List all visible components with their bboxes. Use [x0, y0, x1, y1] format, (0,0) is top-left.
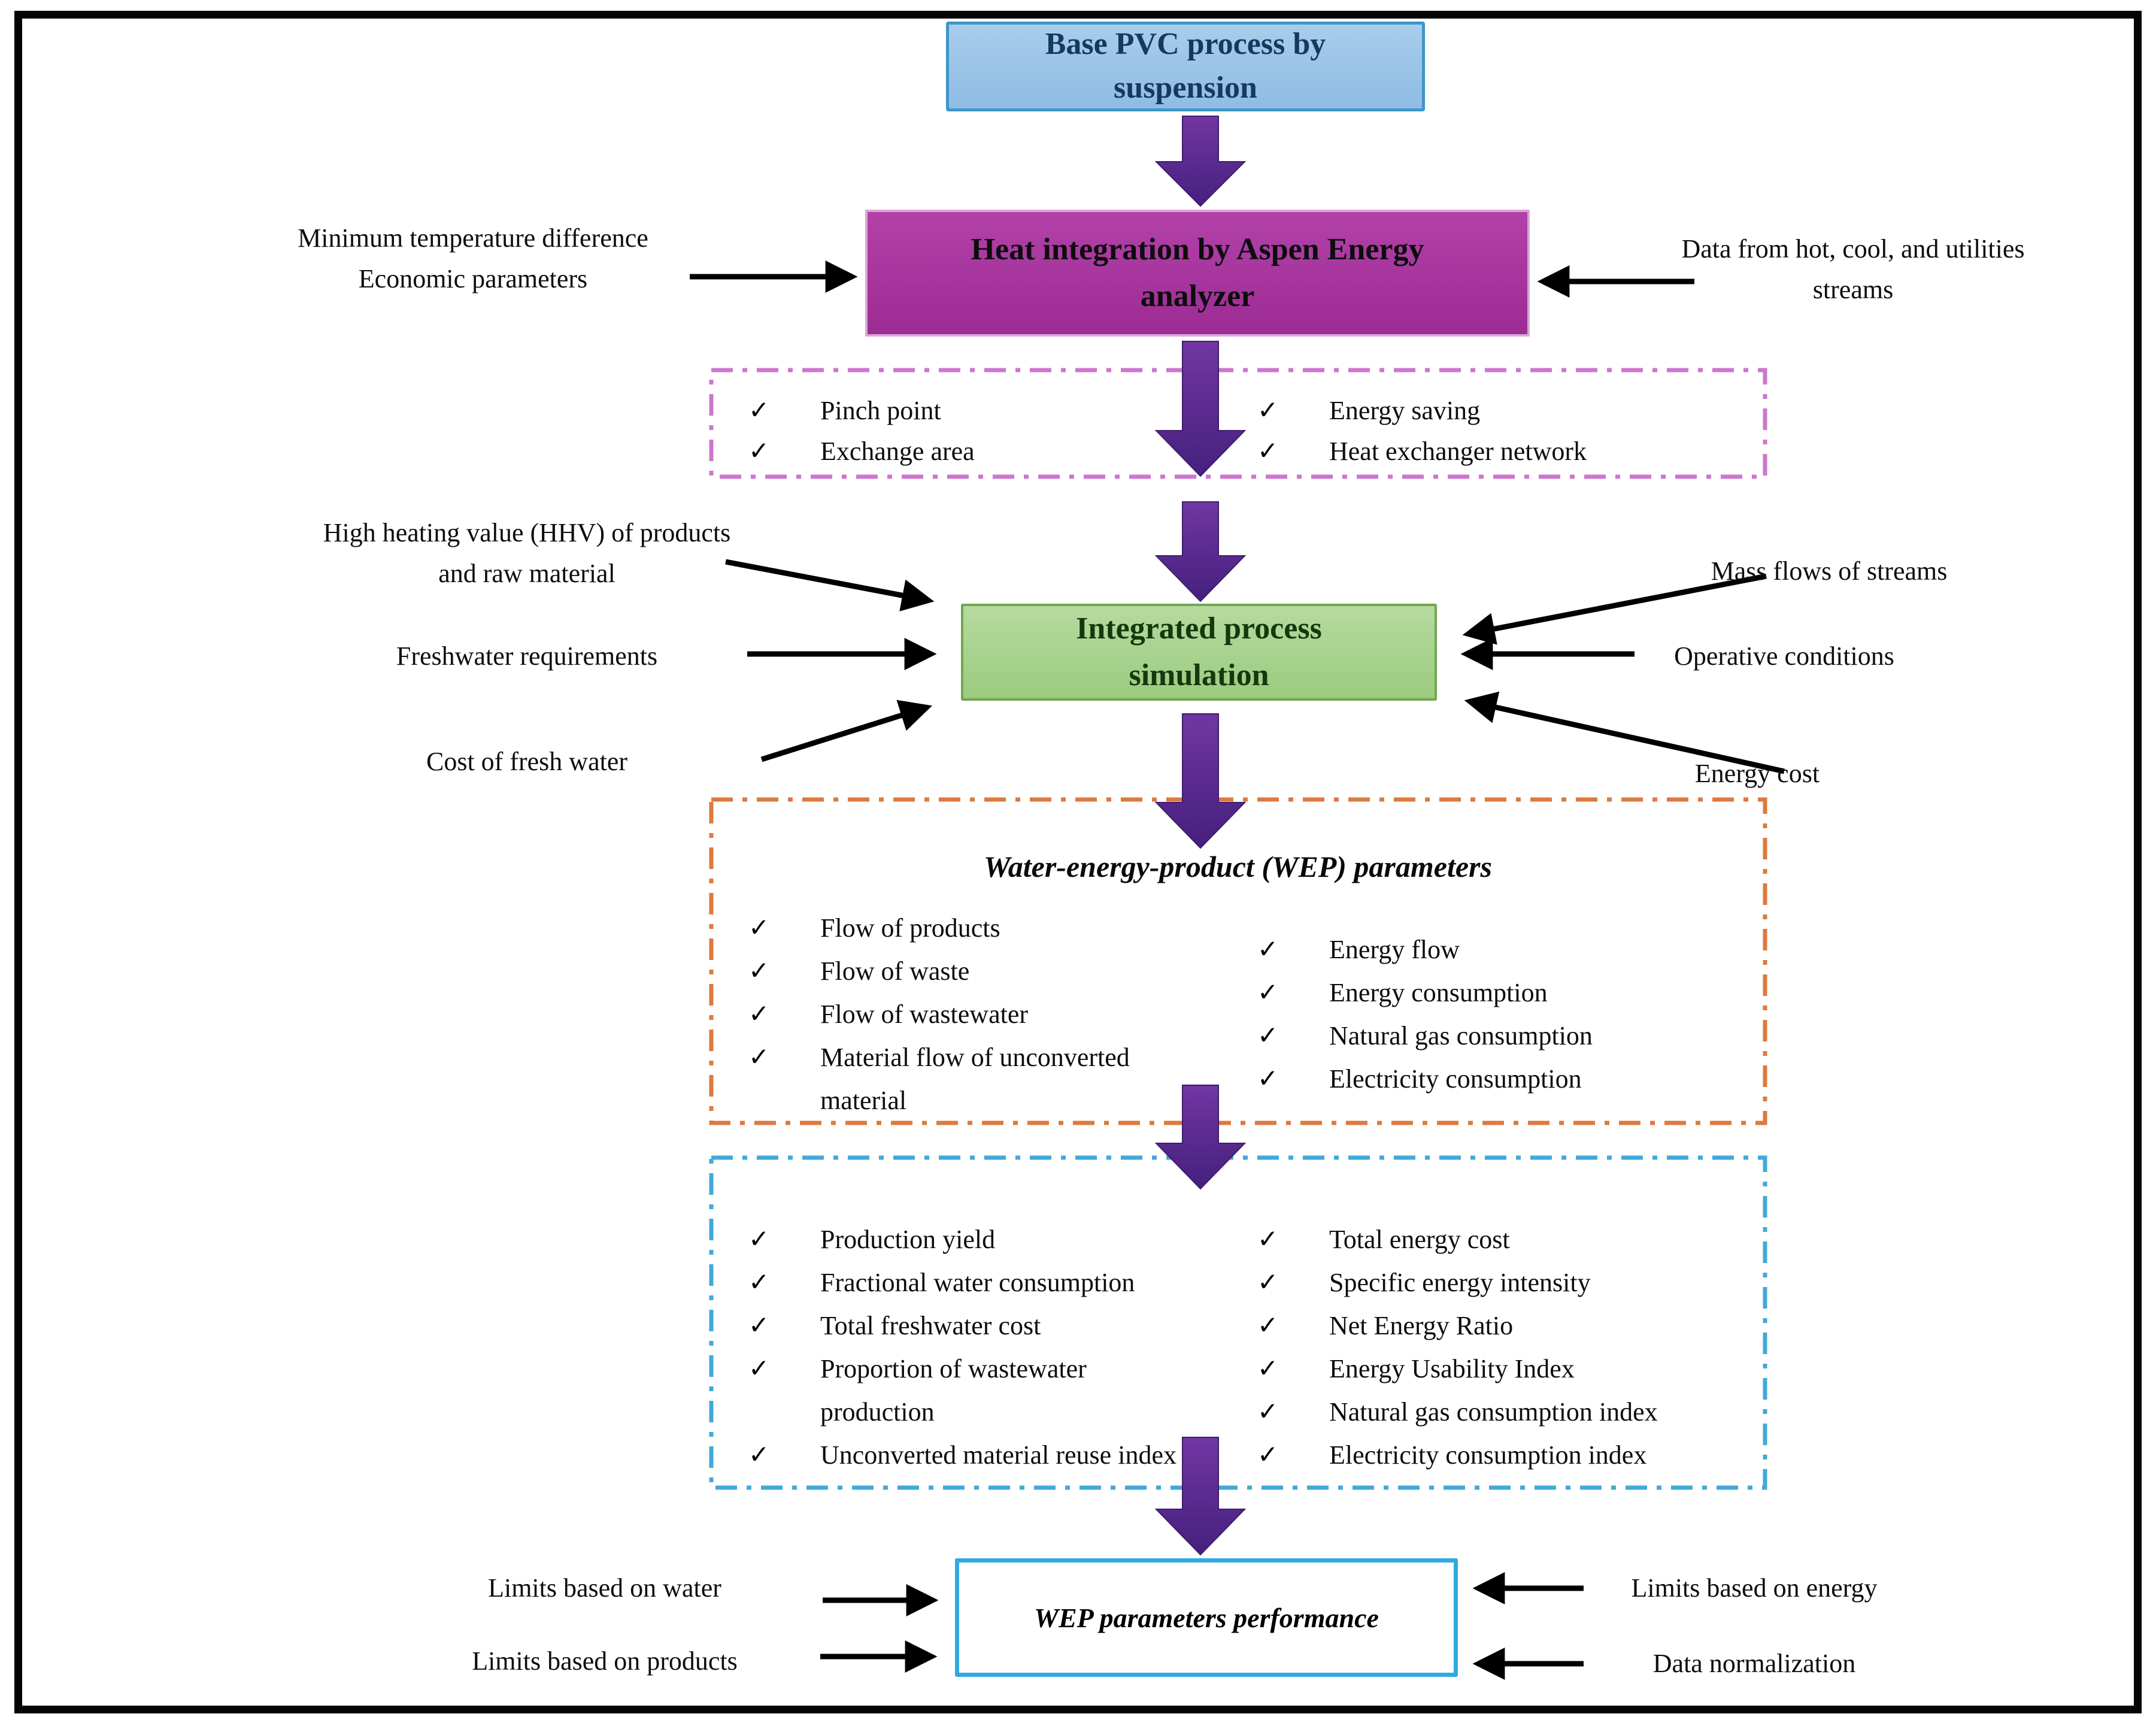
check-item: ✓ Electricity consumption index: [1257, 1434, 1760, 1477]
check-item-label: Production yield: [820, 1225, 996, 1254]
check-item: ✓ Energy consumption: [1257, 971, 1760, 1015]
check-item: ✓ Material flow of unconverted material: [748, 1036, 1203, 1122]
check-item: ✓ Total energy cost: [1257, 1218, 1760, 1261]
check-item-label: Total freshwater cost: [820, 1311, 1041, 1340]
check-icon: ✓: [1257, 979, 1279, 1007]
input-label-cost-fresh-water: Cost of fresh water: [426, 747, 627, 776]
input-label-limits-energy: Limits based on energy: [1631, 1573, 1878, 1603]
check-icon: ✓: [1257, 1065, 1279, 1093]
wep-parameters-title: Water-energy-product (WEP) parameters: [984, 850, 1492, 883]
check-item: ✓ Exchange area: [748, 431, 1239, 472]
check-item-label: Proportion of wastewater production: [820, 1354, 1087, 1427]
check-item-label: Natural gas consumption: [1329, 1021, 1593, 1050]
input-label-operative-conditions: Operative conditions: [1674, 641, 1894, 671]
input-label-freshwater: Freshwater requirements: [396, 641, 658, 671]
check-icon: ✓: [748, 958, 770, 985]
pinch-results-right-list: ✓ Energy saving ✓ Heat exchanger network: [1257, 390, 1760, 472]
check-item-label: Flow of wastewater: [820, 1000, 1029, 1029]
input-label-data-normalization: Data normalization: [1652, 1649, 1856, 1678]
input-label-limits-products: Limits based on products: [472, 1646, 738, 1676]
check-icon: ✓: [1257, 1442, 1279, 1469]
check-item-label: Pinch point: [820, 396, 941, 425]
check-icon: ✓: [748, 1355, 770, 1383]
check-icon: ✓: [748, 438, 770, 465]
check-item: ✓ Energy Usability Index: [1257, 1348, 1760, 1391]
check-item-label: Exchange area: [820, 437, 975, 466]
wep-left-list: ✓ Flow of products ✓ Flow of waste ✓ Flow of …: [748, 907, 1203, 1122]
kpi-right-list: ✓ Total energy cost ✓ Specific energy inten…: [1257, 1218, 1760, 1477]
check-icon: ✓: [1257, 1398, 1279, 1426]
wep-performance-label: WEP parameters performance: [1034, 1602, 1379, 1633]
check-icon: ✓: [748, 1269, 770, 1297]
pinch-results-left-list: ✓ Pinch point ✓ Exchange area: [748, 390, 1239, 472]
check-item-label: Energy consumption: [1329, 978, 1548, 1007]
check-item-label: Flow of products: [820, 913, 1000, 943]
check-item: ✓ Pinch point: [748, 390, 1239, 431]
check-item-label: Energy Usability Index: [1329, 1354, 1575, 1383]
check-icon: ✓: [748, 1442, 770, 1469]
wep-performance-box: WEP parameters performance: [955, 1558, 1458, 1677]
check-item-label: Energy flow: [1329, 935, 1460, 964]
check-item: ✓ Flow of wastewater: [748, 993, 1203, 1036]
check-icon: ✓: [1257, 936, 1279, 964]
check-item: ✓ Specific energy intensity: [1257, 1261, 1760, 1304]
check-item-label: Net Energy Ratio: [1329, 1311, 1514, 1340]
check-item: ✓ Proportion of wastewater production: [748, 1348, 1203, 1434]
check-item-label: Electricity consumption index: [1329, 1440, 1647, 1470]
input-label-mass-flows: Mass flows of streams: [1711, 556, 1948, 586]
check-item: ✓ Electricity consumption: [1257, 1058, 1760, 1101]
check-icon: ✓: [748, 1044, 770, 1071]
check-icon: ✓: [1257, 397, 1279, 425]
check-icon: ✓: [748, 915, 770, 942]
check-icon: ✓: [748, 1226, 770, 1253]
check-item-label: Total energy cost: [1329, 1225, 1510, 1254]
check-item-label: Natural gas consumption index: [1329, 1397, 1658, 1427]
check-item-label: Energy saving: [1329, 396, 1481, 425]
check-item-label: Electricity consumption: [1329, 1064, 1582, 1094]
check-item: ✓ Unconverted material reuse index: [748, 1434, 1203, 1477]
check-item: ✓ Total freshwater cost: [748, 1304, 1203, 1348]
check-icon: ✓: [1257, 1269, 1279, 1297]
check-item: ✓ Net Energy Ratio: [1257, 1304, 1760, 1348]
check-icon: ✓: [1257, 1355, 1279, 1383]
check-icon: ✓: [748, 397, 770, 425]
check-item: ✓ Flow of waste: [748, 950, 1203, 993]
check-icon: ✓: [748, 1001, 770, 1028]
check-item: ✓ Natural gas consumption: [1257, 1015, 1760, 1058]
check-item: ✓ Fractional water consumption: [748, 1261, 1203, 1304]
input-label-energy-cost: Energy cost: [1694, 759, 1820, 788]
check-item: ✓ Energy flow: [1257, 928, 1760, 971]
check-item: ✓ Natural gas consumption index: [1257, 1391, 1760, 1434]
check-item-label: Material flow of unconverted material: [820, 1043, 1130, 1115]
check-icon: ✓: [1257, 1312, 1279, 1340]
check-icon: ✓: [748, 1312, 770, 1340]
input-label-limits-water: Limits based on water: [488, 1573, 721, 1603]
kpi-left-list: ✓ Production yield ✓ Fractional water consu…: [748, 1218, 1203, 1477]
check-item: ✓ Heat exchanger network: [1257, 431, 1760, 472]
check-item-label: Fractional water consumption: [820, 1268, 1135, 1297]
check-icon: ✓: [1257, 1022, 1279, 1050]
check-item-label: Specific energy intensity: [1329, 1268, 1591, 1297]
outer-frame: [14, 11, 2142, 1713]
check-icon: ✓: [1257, 438, 1279, 465]
check-icon: ✓: [1257, 1226, 1279, 1253]
check-item: ✓ Flow of products: [748, 907, 1203, 950]
check-item: ✓ Energy saving: [1257, 390, 1760, 431]
check-item-label: Flow of waste: [820, 956, 970, 986]
check-item-label: Heat exchanger network: [1329, 437, 1587, 466]
check-item: ✓ Production yield: [748, 1218, 1203, 1261]
check-item-label: Unconverted material reuse index: [820, 1440, 1176, 1470]
wep-right-list: ✓ Energy flow ✓ Energy consumption ✓ Natural …: [1257, 928, 1760, 1101]
